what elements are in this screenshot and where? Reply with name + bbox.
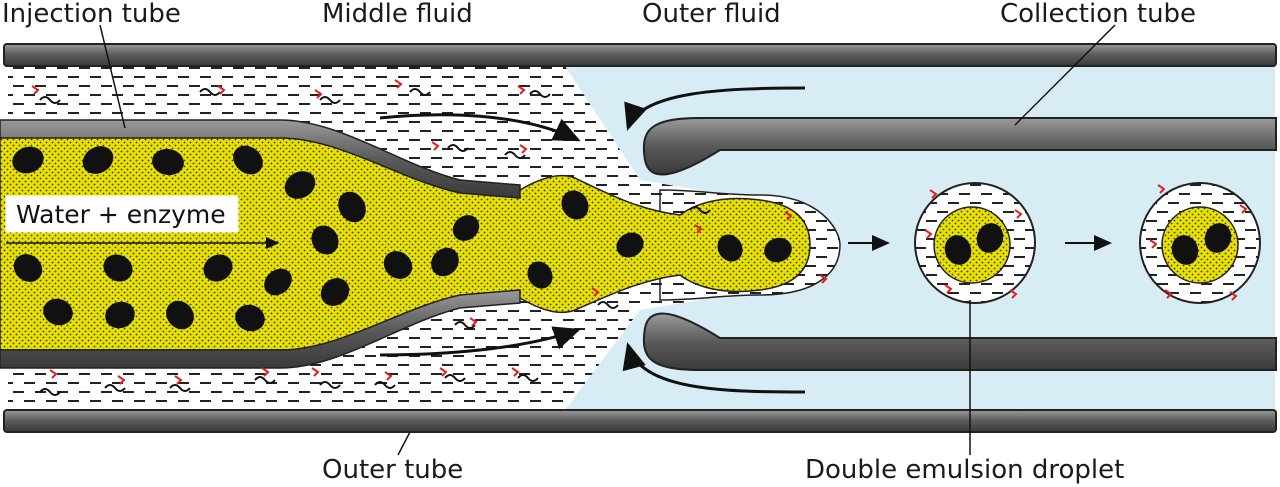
outer-fluid-label: Outer fluid	[642, 0, 781, 29]
double-emulsion-droplet-label: Double emulsion droplet	[805, 455, 1124, 485]
injection-tube-label: Injection tube	[2, 0, 181, 29]
middle-fluid-flow-arrows	[379, 113, 581, 357]
middle-fluid-label: Middle fluid	[322, 0, 473, 29]
polymer-molecules	[31, 79, 828, 396]
inner-fluid-stream	[0, 131, 811, 351]
outer-fluid-flow-arrows	[622, 86, 806, 394]
collection-tube-label: Collection tube	[1000, 0, 1196, 29]
double-emulsion-droplet-2	[1139, 182, 1261, 304]
outer-tube	[3, 43, 1277, 433]
water-enzyme-label-group: Water + enzyme	[5, 195, 280, 249]
leader-lines	[99, 24, 1116, 456]
water-enzyme-label: Water + enzyme	[16, 200, 226, 229]
enzyme-particles	[12, 145, 792, 332]
injection-tube	[0, 119, 521, 369]
outer-tube-label: Outer tube	[322, 455, 463, 485]
collection-tube	[642, 117, 1277, 371]
double-emulsion-droplet-1	[914, 182, 1036, 304]
